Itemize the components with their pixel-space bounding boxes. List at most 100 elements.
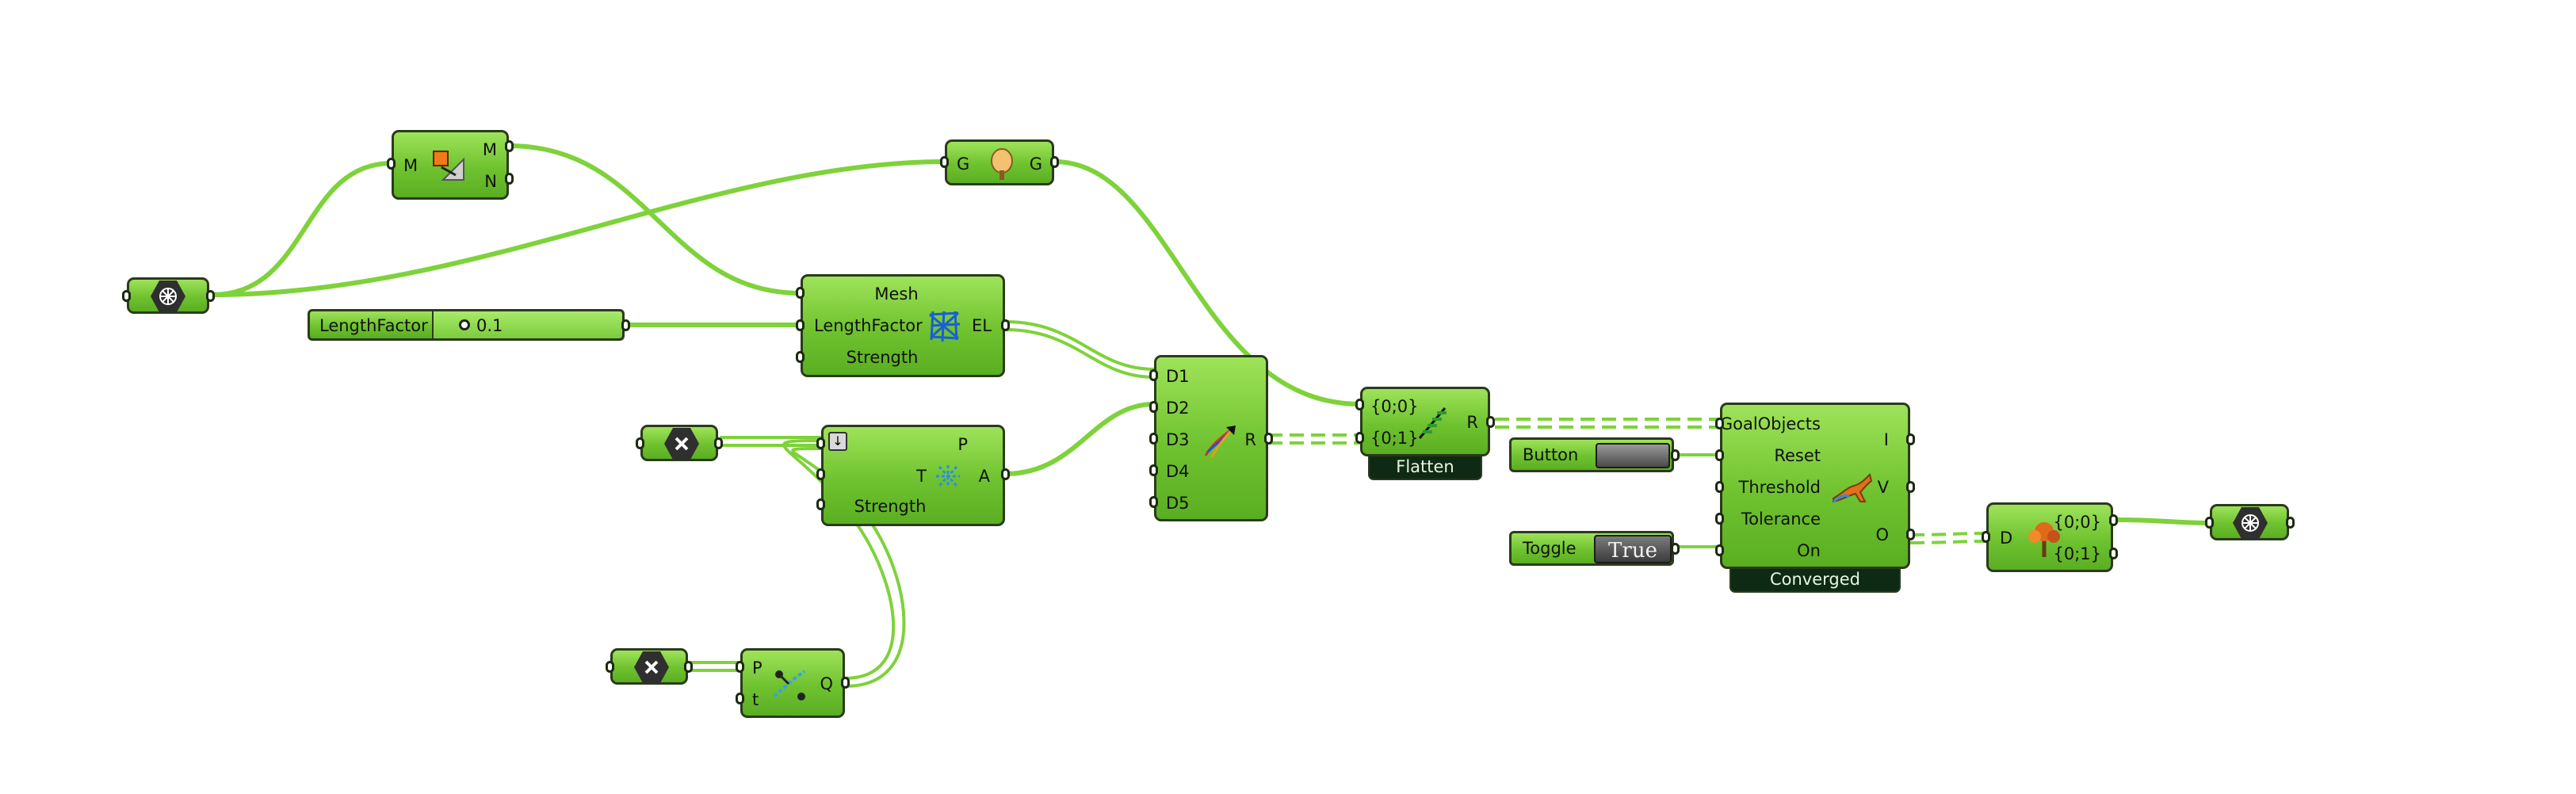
point-param-2-out-port[interactable] — [684, 661, 693, 673]
anchor-output-a: A — [978, 467, 990, 486]
entwine-component[interactable]: D1 D2 D3 D4 D5 R — [1154, 355, 1268, 521]
goal-in-port-mesh[interactable] — [796, 287, 805, 299]
pull-in-port-t[interactable] — [736, 693, 744, 704]
solver-in-port-tolerance[interactable] — [1715, 513, 1724, 525]
entwine-out-port-r[interactable] — [1264, 433, 1273, 445]
mesh-edges-output-m: M — [482, 140, 497, 159]
explode-output-01: {0;1} — [2053, 544, 2101, 563]
mesh-edges-component[interactable]: M M N — [392, 130, 509, 200]
pull-output-q: Q — [820, 674, 833, 693]
anchor-in-port-t[interactable] — [816, 468, 825, 480]
entwine-in-port-d4[interactable] — [1149, 464, 1158, 476]
goal-input-lengthfactor: LengthFactor — [814, 316, 923, 335]
flatten-input-00: {0;0} — [1370, 397, 1419, 416]
entwine-output-r: R — [1244, 430, 1256, 449]
solver-input-goalobjects: GoalObjects — [1719, 414, 1821, 433]
pull-out-port-q[interactable] — [841, 677, 850, 689]
geometry-param[interactable] — [127, 277, 209, 314]
mesh-edges-input-m: M — [403, 156, 419, 175]
button-out-port[interactable] — [1671, 449, 1680, 461]
solver-output-i: I — [1883, 430, 1889, 449]
length-factor-slider[interactable]: LengthFactor 0.1 — [308, 309, 625, 341]
explode-input-d: D — [2000, 529, 2013, 548]
edge-lengths-goal-component[interactable]: Mesh LengthFactor Strength EL — [801, 274, 1005, 377]
goal-output-el: EL — [972, 316, 992, 335]
wire-solver-to-explode-a — [1909, 532, 1987, 536]
flatten-input-01: {0;1} — [1370, 429, 1419, 448]
anchor-goal-component[interactable]: ↓ P T Strength A — [821, 425, 1005, 526]
preview-in-port[interactable] — [940, 156, 949, 168]
goal-in-port-strength[interactable] — [796, 351, 805, 363]
graft-indicator-icon: ↓ — [828, 432, 847, 451]
preview-out-port[interactable] — [1050, 156, 1059, 168]
kangaroo-solver-component[interactable]: GoalObjects Reset Threshold Tolerance On… — [1720, 403, 1910, 569]
anchor-input-p: P — [957, 435, 968, 454]
explode-tree-component[interactable]: D {0;0} {0;1} — [1986, 502, 2113, 572]
entwine-in-port-d2[interactable] — [1149, 401, 1158, 413]
goal-in-port-lengthfactor[interactable] — [796, 319, 805, 331]
slider-out-port[interactable] — [621, 319, 630, 331]
pull-in-port-p[interactable] — [736, 661, 744, 673]
flatten-icon — [1418, 407, 1447, 439]
slider-grip[interactable] — [459, 319, 470, 330]
output-param-in-port[interactable] — [2205, 517, 2214, 529]
entwine-input-d1: D1 — [1166, 367, 1190, 386]
point-param-2[interactable] — [610, 648, 688, 685]
pull-point-component[interactable]: P t Q — [740, 648, 845, 718]
solver-in-port-threshold[interactable] — [1715, 481, 1724, 493]
entwine-input-d3: D3 — [1166, 430, 1190, 449]
solver-out-port-v[interactable] — [1906, 481, 1915, 493]
solver-input-threshold: Threshold — [1738, 478, 1821, 497]
output-param-out-port[interactable] — [2286, 517, 2295, 529]
explode-in-port-d[interactable] — [1982, 531, 1990, 543]
solver-out-port-i[interactable] — [1906, 433, 1915, 445]
preview-output-g: G — [1029, 155, 1042, 174]
slider-name: LengthFactor — [319, 316, 428, 335]
entwine-in-port-d3[interactable] — [1149, 433, 1158, 445]
explode-out-port-00[interactable] — [2109, 514, 2118, 526]
anchor-in-port-p[interactable] — [816, 437, 825, 449]
point-param-1-out-port[interactable] — [714, 437, 723, 449]
geometry-param-in-port[interactable] — [122, 290, 131, 302]
solver-out-port-o[interactable] — [1906, 529, 1915, 540]
point-param-1[interactable] — [640, 425, 718, 461]
solver-in-port-reset[interactable] — [1715, 449, 1724, 461]
mesh-edges-in-port-m[interactable] — [387, 158, 396, 170]
geometry-preview-component[interactable]: G G — [945, 139, 1054, 185]
flatten-component[interactable]: {0;0} {0;1} R — [1360, 387, 1490, 456]
wire-geometry-to-preview — [210, 159, 947, 297]
goal-out-port-el[interactable] — [1001, 319, 1010, 331]
flatten-in-port-00[interactable] — [1355, 399, 1364, 410]
on-toggle[interactable]: Toggle True — [1509, 531, 1674, 566]
wire-preview-to-flatten — [1052, 159, 1363, 407]
wire-goal-el-to-entwine-a — [1003, 320, 1156, 371]
solver-in-port-on[interactable] — [1715, 544, 1724, 556]
solver-input-tolerance: Tolerance — [1741, 510, 1821, 529]
flatten-in-port-01[interactable] — [1355, 432, 1364, 444]
anchor-input-strength: Strength — [854, 497, 927, 516]
explode-output-00: {0;0} — [2053, 513, 2101, 532]
output-param[interactable] — [2210, 504, 2289, 540]
wire-explode-to-param — [2114, 517, 2212, 525]
solver-in-port-goalobjects[interactable] — [1715, 418, 1724, 429]
cross-glyph — [675, 437, 689, 451]
point-param-1-in-port[interactable] — [636, 437, 644, 449]
entwine-in-port-d1[interactable] — [1149, 369, 1158, 381]
wire-geometry-to-mesh-edges — [210, 161, 394, 297]
toggle-value[interactable]: True — [1594, 535, 1672, 563]
reset-button[interactable]: Button — [1509, 437, 1674, 472]
explode-out-port-01[interactable] — [2109, 548, 2118, 559]
entwine-in-port-d5[interactable] — [1149, 496, 1158, 508]
point-param-2-in-port[interactable] — [606, 661, 614, 673]
button-face[interactable] — [1596, 443, 1670, 468]
flatten-out-port-r[interactable] — [1486, 416, 1495, 428]
anchor-in-port-strength[interactable] — [816, 498, 825, 510]
geometry-param-out-port[interactable] — [206, 290, 215, 302]
mesh-edges-out-port-m[interactable] — [505, 140, 514, 152]
pull-to-point-icon — [773, 670, 806, 700]
anchor-out-port-a[interactable] — [1001, 468, 1010, 480]
mesh-edges-out-port-n[interactable] — [505, 173, 514, 185]
entwine-input-d4: D4 — [1166, 462, 1190, 481]
toggle-out-port[interactable] — [1671, 543, 1680, 555]
